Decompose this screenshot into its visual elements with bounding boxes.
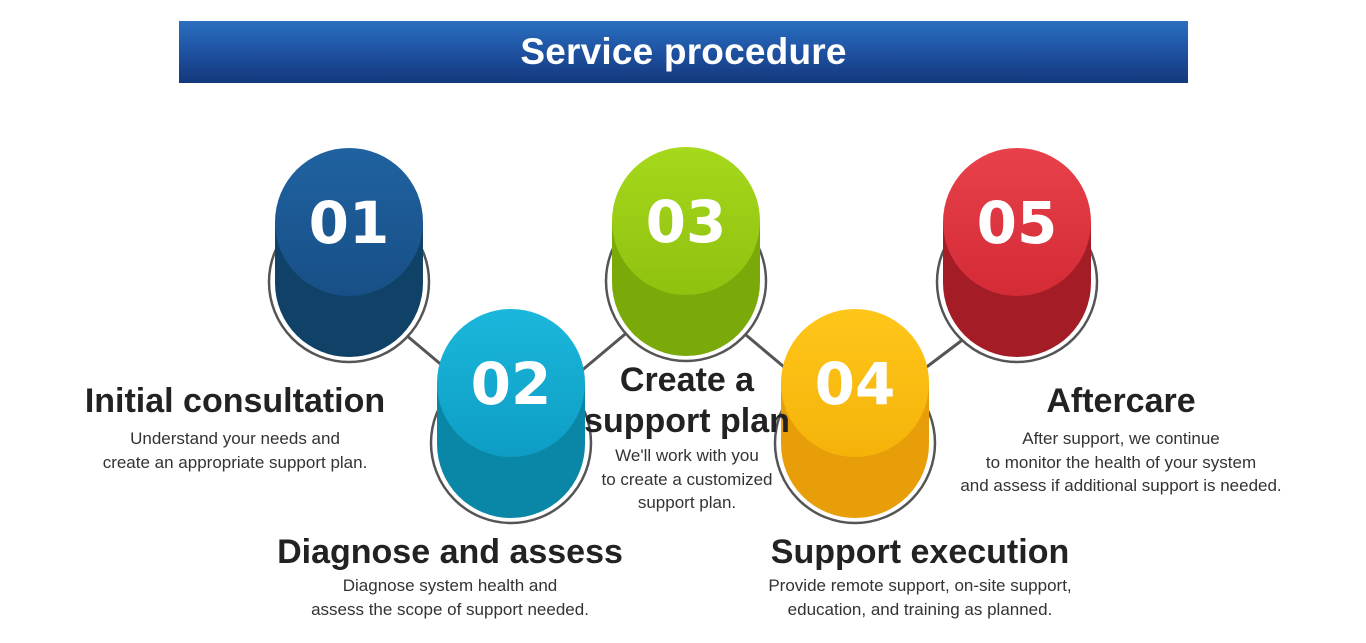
step-03-number: 03 [646, 188, 727, 256]
step-03-description: We'll work with you to create a customiz… [601, 444, 772, 515]
connector-02-03 [579, 328, 631, 374]
step-03-title-line: support plan [584, 402, 790, 440]
step-04-desc-line: Provide remote support, on-site support, [768, 576, 1072, 595]
connector-03-04 [739, 328, 791, 374]
step-03-title-line: Create a [619, 361, 755, 399]
step-01-desc-line: Understand your needs and [130, 429, 340, 448]
connector-04-05 [919, 336, 966, 374]
step-02-description: Diagnose system health and assess the sc… [311, 574, 589, 621]
step-02-number: 02 [471, 350, 552, 418]
step-04-desc-line: education, and training as planned. [787, 599, 1053, 619]
step-01-number: 01 [309, 189, 390, 257]
step-04-title: Support execution [770, 533, 1070, 571]
step-04-cylinder: 04 [773, 309, 937, 525]
step-05-desc-line: After support, we continue [1022, 429, 1220, 448]
step-03-title: Create a support plan [584, 360, 790, 442]
step-01-cylinder: 01 [267, 148, 431, 364]
page-title: Service procedure [520, 31, 847, 72]
step-03-desc-line: to create a customized [601, 469, 773, 489]
step-01-title: Initial consultation [84, 382, 386, 420]
step-02-title: Diagnose and assess [277, 533, 623, 571]
step-02-desc-line: Diagnose system health and [342, 576, 558, 595]
step-03-cylinder: 03 [604, 147, 768, 363]
step-04-number: 04 [815, 350, 896, 418]
step-02-desc-line: assess the scope of support needed. [311, 599, 589, 619]
step-03-desc-line: support plan. [637, 493, 737, 512]
step-05-desc-line: and assess if additional support is need… [960, 476, 1282, 495]
step-05-description: After support, we continue to monitor th… [960, 427, 1281, 498]
step-05-title: Aftercare [1046, 382, 1196, 420]
step-01-desc-line: create an appropriate support plan. [102, 452, 368, 472]
step-03-desc-line: We'll work with you [615, 446, 759, 465]
step-05-desc-line: to monitor the health of your system [985, 452, 1257, 472]
header-banner: Service procedure [179, 21, 1188, 83]
step-04-description: Provide remote support, on-site support,… [768, 574, 1071, 621]
step-05-cylinder: 05 [935, 148, 1099, 364]
step-02-cylinder: 02 [429, 309, 593, 525]
step-05-number: 05 [977, 189, 1058, 257]
step-01-description: Understand your needs and create an appr… [103, 427, 368, 474]
